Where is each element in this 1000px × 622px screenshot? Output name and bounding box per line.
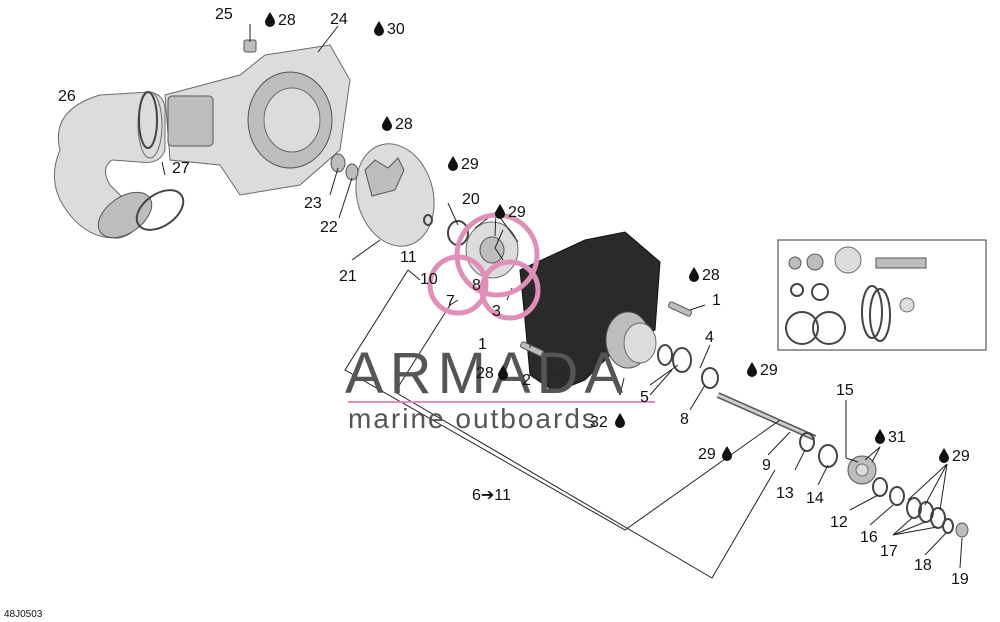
callout-6-to-11: 6➔11: [472, 487, 511, 504]
lube-31: 31: [888, 429, 906, 446]
callout-1-lower: 1: [478, 336, 487, 353]
callout-26: 26: [58, 88, 76, 105]
leader-lines: [161, 24, 963, 579]
oil-drop-icon: [448, 156, 458, 171]
pump-housing: [164, 44, 351, 196]
bolt-1-lower: [520, 341, 544, 357]
watermark-ring-left: [427, 254, 489, 316]
bearings-17: [906, 497, 946, 529]
oil-drop-icon: [939, 448, 949, 463]
washer-18: [942, 518, 954, 534]
callout-17: 17: [880, 543, 898, 560]
callout-24: 24: [330, 11, 348, 28]
oil-drop-icon: [875, 429, 885, 444]
watermark: ARMADA marine outboards: [345, 212, 655, 434]
washer-13: [799, 432, 815, 452]
callout-7: 7: [446, 293, 455, 310]
seal-4: [657, 344, 673, 366]
watermark-brand: ARMADA: [345, 341, 629, 406]
callouts: 25 24 26 27 23 22 21 20 11 10 8 7 3 1 1 …: [58, 6, 969, 588]
gear-15: [847, 455, 877, 485]
callout-20: 20: [462, 191, 480, 208]
callout-1-upper: 1: [712, 292, 721, 309]
hose-clamp: [135, 91, 185, 231]
oil-drop-icon: [747, 362, 757, 377]
callout-4: 4: [705, 329, 714, 346]
drive-shaft: [716, 392, 817, 441]
callout-10: 10: [420, 271, 438, 288]
callout-25: 25: [215, 6, 233, 23]
oil-drop-icon: [722, 446, 732, 461]
oil-drop-icon: [689, 267, 699, 282]
lube-28-a: 28: [278, 12, 296, 29]
intake-elbow-hose: [53, 91, 166, 239]
figure-code: 48J0503: [4, 609, 43, 620]
washer-23: [330, 153, 346, 173]
callout-5: 5: [640, 389, 649, 406]
callout-21: 21: [339, 268, 357, 285]
lubricant-callouts: 28 30 28 29 29 28 28 29 32 29 31 29: [265, 12, 970, 465]
callout-19: 19: [951, 571, 969, 588]
callout-27: 27: [172, 160, 190, 177]
oring-11: [423, 214, 433, 226]
lube-28-d: 28: [476, 365, 494, 382]
callout-23: 23: [304, 195, 322, 212]
watermark-ring-right: [479, 259, 541, 321]
callout-2: 2: [522, 372, 531, 389]
callout-13: 13: [776, 485, 794, 502]
lube-29-d: 29: [698, 446, 716, 463]
gearbox-housing: [519, 231, 661, 393]
callout-11: 11: [400, 249, 417, 266]
lube-29-c: 29: [760, 362, 778, 379]
impeller: [355, 143, 435, 247]
lube-29-e: 29: [952, 448, 970, 465]
seal-14: [818, 444, 838, 468]
nut-19: [955, 522, 969, 538]
bearing-8: [701, 367, 719, 389]
spacer-16: [889, 486, 905, 506]
nut-22: [345, 163, 359, 181]
seal-5: [672, 347, 692, 373]
callout-18: 18: [914, 557, 932, 574]
bearing-12: [872, 477, 888, 497]
bolt-1-upper: [668, 301, 692, 317]
callout-8-top: 8: [472, 277, 481, 294]
lube-32: 32: [590, 414, 608, 431]
callout-16: 16: [860, 529, 878, 546]
kit-box: [777, 239, 987, 351]
callout-22: 22: [320, 219, 338, 236]
lube-28-b: 28: [395, 116, 413, 133]
oil-drop-icon: [615, 413, 625, 428]
callout-9: 9: [762, 457, 771, 474]
callout-8-lower: 8: [680, 411, 689, 428]
lube-29-a: 29: [461, 156, 479, 173]
lube-30: 30: [387, 21, 405, 38]
oil-drop-icon: [265, 12, 275, 27]
callout-3: 3: [492, 303, 501, 320]
callout-15: 15: [836, 382, 854, 399]
callout-14: 14: [806, 490, 824, 507]
lube-28-c: 28: [702, 267, 720, 284]
oil-drop-icon: [495, 204, 505, 219]
callout-12: 12: [830, 514, 848, 531]
oil-drop-icon: [374, 21, 384, 36]
oil-drop-icon: [382, 116, 392, 131]
watermark-tagline: marine outboards: [348, 403, 598, 434]
lube-29-b: 29: [508, 204, 526, 221]
